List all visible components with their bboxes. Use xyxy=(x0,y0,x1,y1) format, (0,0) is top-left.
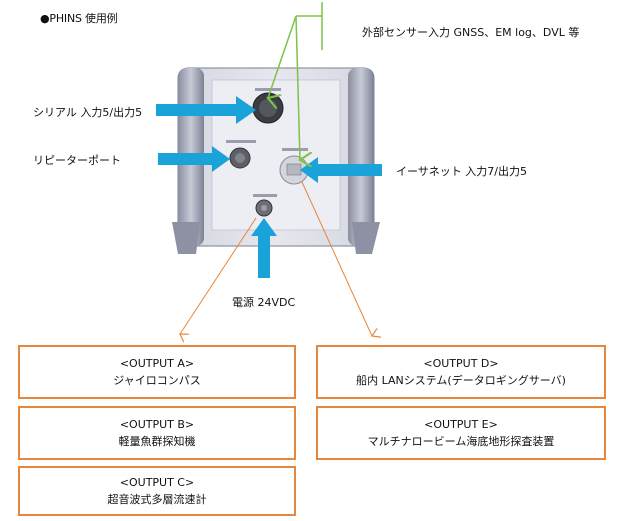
output-d-header: <OUTPUT D> xyxy=(423,357,499,370)
input-arrows xyxy=(156,96,382,278)
output-c-name: 超音波式多層流速計 xyxy=(107,493,207,506)
output-e-box: <OUTPUT E> マルチナロービーム海底地形探査装置 xyxy=(316,406,606,460)
output-lines xyxy=(180,181,372,336)
ethernet-label: イーサネット 入力7/出力5 xyxy=(396,165,527,178)
output-c-header: <OUTPUT C> xyxy=(119,476,195,489)
repeater-arrow xyxy=(158,146,230,172)
output-b-name: 軽量魚群探知機 xyxy=(118,435,196,448)
output-a-name: ジャイロコンパス xyxy=(113,374,201,387)
output-a-box: <OUTPUT A> ジャイロコンパス xyxy=(18,345,296,399)
serial-label: シリアル 入力5/出力5 xyxy=(33,106,143,119)
output-e-name: マルチナロービーム海底地形探査装置 xyxy=(367,435,555,448)
serial-arrow xyxy=(156,96,256,124)
output-a-header: <OUTPUT A> xyxy=(119,357,195,370)
ethernet-arrow xyxy=(300,157,382,183)
output-e-header: <OUTPUT E> xyxy=(424,418,498,431)
output-d-name: 船内 LANシステム(データロギングサーバ) xyxy=(356,374,566,387)
output-b-header: <OUTPUT B> xyxy=(119,418,195,431)
power-label: 電源 24VDC xyxy=(232,296,296,309)
output-c-box: <OUTPUT C> 超音波式多層流速計 xyxy=(18,466,296,516)
output-d-box: <OUTPUT D> 船内 LANシステム(データロギングサーバ) xyxy=(316,345,606,399)
power-arrow xyxy=(251,218,277,278)
repeater-label: リピーターポート xyxy=(33,154,121,167)
page-title: ●PHINS 使用例 xyxy=(40,12,118,25)
output-b-box: <OUTPUT B> 軽量魚群探知機 xyxy=(18,406,296,460)
sensor-lines xyxy=(268,2,323,160)
external-sensor-label: 外部センサー入力 GNSS、EM log、DVL 等 xyxy=(362,26,580,39)
